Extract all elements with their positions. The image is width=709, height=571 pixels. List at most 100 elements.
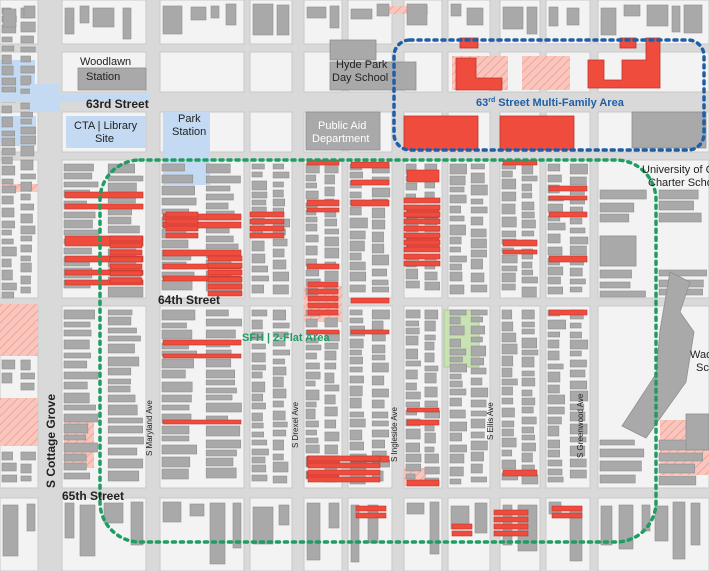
- house: [107, 316, 132, 326]
- house: [161, 163, 185, 172]
- house: [349, 317, 364, 324]
- house: [547, 174, 562, 183]
- house: [547, 266, 564, 276]
- building: [189, 503, 205, 517]
- house: [63, 321, 91, 328]
- house: [63, 360, 88, 369]
- house: [521, 406, 534, 414]
- house: [205, 202, 229, 210]
- house: [1, 116, 13, 128]
- house: [107, 470, 140, 482]
- house: [449, 215, 465, 222]
- house: [521, 377, 536, 387]
- multi-family-building: [548, 185, 588, 192]
- house: [251, 402, 266, 410]
- house: [521, 416, 537, 425]
- house: [449, 316, 461, 325]
- house: [107, 458, 144, 469]
- building: [502, 6, 524, 30]
- house: [20, 102, 31, 110]
- multi-family-building: [307, 281, 339, 288]
- landmark-buildings: [77, 39, 709, 451]
- hatched-lot: [0, 304, 38, 356]
- house: [1, 462, 17, 472]
- building: [350, 8, 373, 20]
- multi-family-building: [109, 242, 143, 249]
- house: [349, 338, 364, 349]
- house: [107, 425, 143, 434]
- multi-family-building: [249, 218, 285, 225]
- house: [658, 212, 702, 223]
- house: [405, 382, 417, 391]
- house: [501, 378, 518, 386]
- house: [405, 348, 418, 360]
- house: [63, 329, 92, 337]
- house: [521, 286, 537, 298]
- multi-family-building: [165, 218, 199, 225]
- multi-family-building: [306, 263, 340, 270]
- house: [20, 118, 32, 125]
- house: [251, 352, 266, 363]
- house: [449, 205, 462, 214]
- house: [521, 276, 538, 284]
- house: [521, 230, 535, 237]
- buildings: [1, 3, 707, 565]
- house: [20, 286, 31, 294]
- house: [272, 475, 288, 484]
- multi-family-building: [548, 255, 588, 263]
- house: [349, 397, 362, 409]
- building: [329, 5, 340, 29]
- map-labels: Woodlawn Station Hyde Park Day School 63…: [44, 56, 709, 503]
- house: [251, 371, 263, 379]
- house: [251, 240, 265, 252]
- house: [251, 393, 264, 402]
- house: [658, 475, 697, 486]
- house: [501, 355, 514, 367]
- house: [107, 367, 132, 376]
- building: [654, 505, 669, 542]
- house: [20, 382, 35, 391]
- house: [1, 207, 15, 218]
- public-aid-building: [305, 111, 381, 151]
- house: [324, 350, 337, 361]
- house: [405, 360, 421, 367]
- house: [20, 75, 32, 86]
- mf-building: [587, 37, 661, 89]
- hatched-lot: [380, 6, 428, 14]
- building: [526, 6, 538, 35]
- house: [501, 283, 516, 291]
- house: [547, 339, 560, 349]
- building: [2, 8, 17, 28]
- house: [205, 193, 234, 201]
- house: [161, 197, 197, 206]
- house: [470, 184, 488, 196]
- wadsworth-school-building: [621, 271, 695, 439]
- house: [63, 219, 93, 229]
- multi-family-building: [493, 523, 529, 530]
- house: [521, 219, 536, 229]
- house: [107, 286, 144, 298]
- house: [205, 467, 237, 479]
- house: [251, 191, 268, 199]
- house: [63, 472, 91, 480]
- house: [107, 225, 140, 234]
- house: [449, 444, 467, 453]
- house: [324, 228, 340, 235]
- house: [547, 331, 561, 338]
- house: [547, 233, 561, 244]
- multi-family-building: [350, 161, 390, 169]
- house: [1, 372, 13, 384]
- building: [276, 4, 290, 36]
- house: [324, 342, 339, 350]
- house: [20, 213, 33, 224]
- label-university-charter: University of Chi: [642, 164, 709, 176]
- multi-family-building: [64, 269, 144, 276]
- house: [324, 419, 337, 429]
- multi-family-building: [109, 235, 143, 242]
- house: [449, 194, 467, 204]
- building: [130, 501, 144, 546]
- house: [205, 329, 236, 339]
- house: [501, 428, 514, 437]
- house: [161, 329, 193, 340]
- multi-family-building: [307, 476, 381, 483]
